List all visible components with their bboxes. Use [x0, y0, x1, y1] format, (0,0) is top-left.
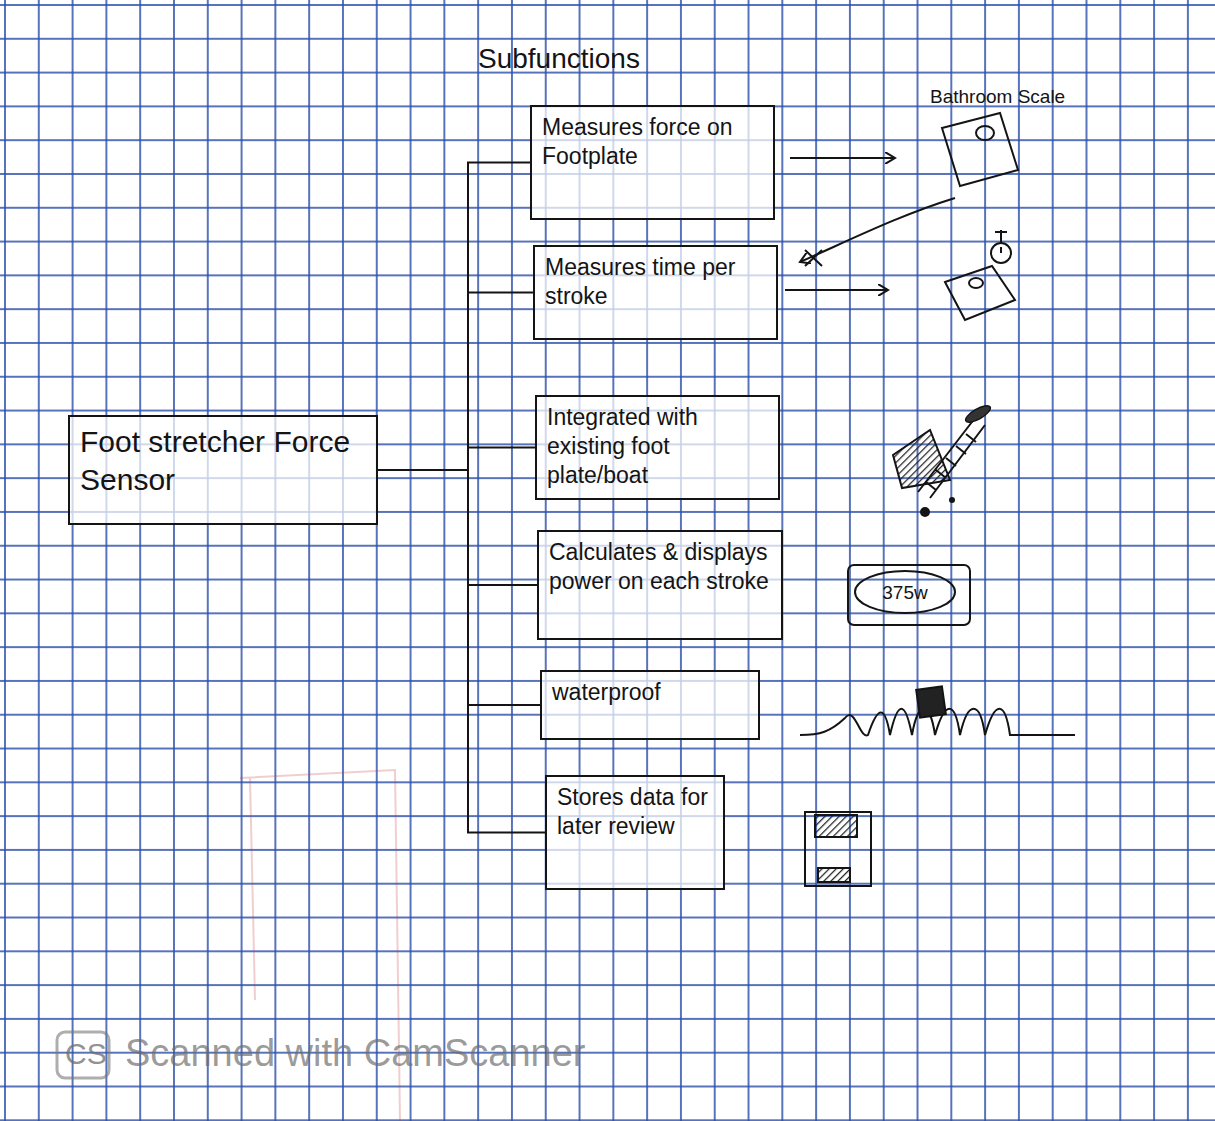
display-screen: [855, 571, 955, 613]
scale-sketch: [945, 266, 1015, 320]
box-text: Stores data for later review: [557, 783, 713, 841]
subfunction-box: Measures force on Footplate: [530, 105, 775, 220]
box-text: Calculates & displays power on each stro…: [549, 538, 771, 596]
storage-sketch: [805, 812, 871, 886]
scale-sketch: [942, 113, 1018, 186]
footplate-rails: [918, 418, 985, 498]
display-value: 375w: [882, 582, 927, 605]
device-block: [916, 686, 946, 717]
subfunction-box: waterproof: [540, 670, 760, 740]
connector: [378, 293, 533, 471]
watermark-icon: [57, 1032, 109, 1078]
footplate-wheel: [949, 497, 955, 503]
connector: [378, 470, 545, 833]
footplate-sketch: [893, 430, 950, 488]
connector: [378, 163, 530, 471]
watermark-logo: CS: [65, 1036, 107, 1072]
connector: [378, 470, 537, 585]
subfunction-box: Measures time per stroke: [533, 245, 778, 340]
title: Subfunctions: [478, 42, 640, 76]
connector: [378, 448, 535, 471]
box-text: Foot stretcher Force Sensor: [80, 423, 366, 498]
sketch-arrow: [790, 157, 895, 159]
box-text: Integrated with existing foot plate/boat: [547, 403, 768, 489]
sketch-label: Bathroom Scale: [930, 86, 1065, 109]
storage-shutter: [818, 868, 850, 882]
connector: [378, 470, 540, 705]
box-text: Measures force on Footplate: [542, 113, 763, 171]
sketch-arrow: [800, 198, 955, 262]
stopwatch-stem: [995, 230, 1007, 253]
display-sketch: [848, 565, 970, 625]
scale-dial: [969, 278, 983, 288]
subfunction-box: Stores data for later review: [545, 775, 725, 890]
footplate-top: [963, 403, 992, 426]
subfunction-box: Calculates & displays power on each stro…: [537, 530, 783, 640]
watermark: Scanned with CamScanner: [125, 1031, 585, 1077]
subfunction-box: Integrated with existing foot plate/boat: [535, 395, 780, 500]
box-text: Measures time per stroke: [545, 253, 766, 311]
storage-label: [815, 815, 857, 837]
box-text: waterproof: [552, 678, 748, 707]
scale-dial: [976, 126, 994, 140]
footplate-wheel: [920, 507, 930, 517]
cross-mark: [805, 250, 822, 266]
sketch-arrow: [785, 289, 888, 291]
system-box: Foot stretcher Force Sensor: [68, 415, 378, 525]
